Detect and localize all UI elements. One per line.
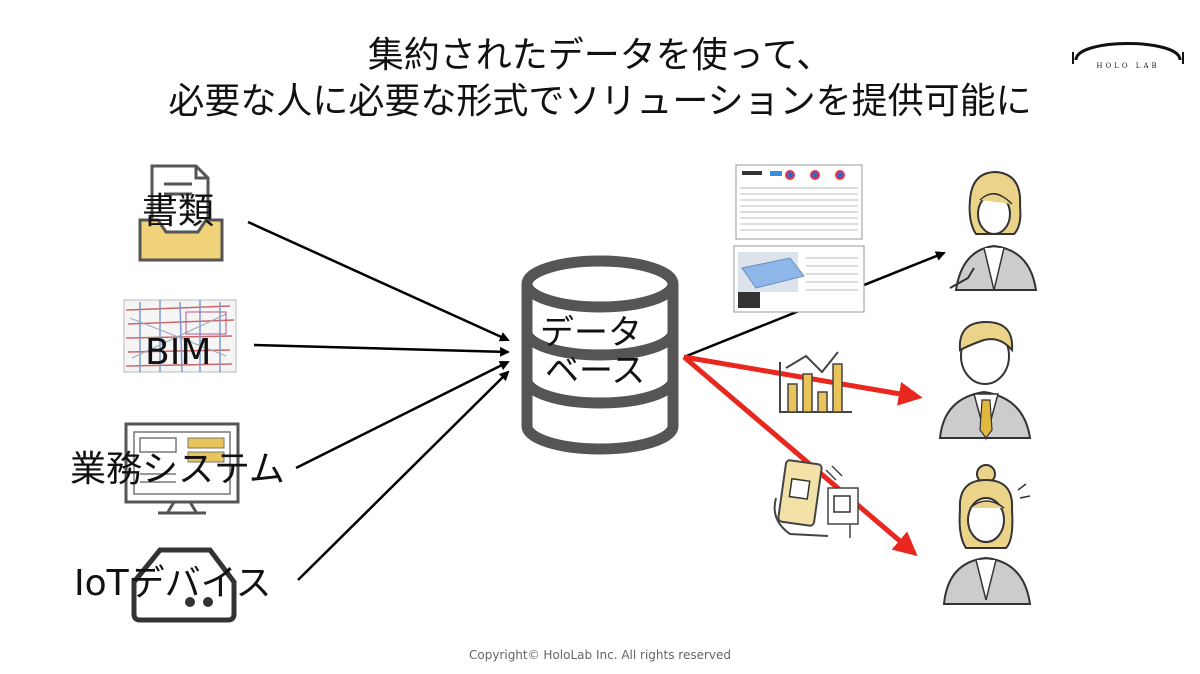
businessman-icon <box>938 320 1032 441</box>
3d-viewer-screenshot-icon <box>733 245 865 313</box>
hololab-logo-icon <box>1072 42 1184 64</box>
input-arrows <box>247 220 510 581</box>
arrow-db-to-businessman <box>683 354 923 406</box>
bar-chart-icon <box>779 351 852 413</box>
arrow-db-to-worried-woman <box>682 355 918 557</box>
source-label-documents: 書類 <box>142 191 215 232</box>
worried-woman-icon <box>942 464 1032 605</box>
source-label-bim: BIM <box>145 332 212 373</box>
source-label-iot: IoTデバイス <box>74 563 272 604</box>
database-icon <box>521 255 679 455</box>
database-label-line-1: データ <box>540 313 642 353</box>
arrow-biz-to-db <box>295 360 510 470</box>
bim-model-icon <box>123 299 237 373</box>
logo-text: HOLO LAB <box>1096 62 1160 70</box>
title-line-1: 集約されたデータを使って、 <box>367 35 833 76</box>
document-tray-icon <box>138 164 224 262</box>
copyright-footer: Copyright© HoloLab Inc. All rights reser… <box>468 648 731 662</box>
smartphone-qr-icon <box>773 459 859 538</box>
thinking-woman-icon <box>949 170 1038 291</box>
computer-monitor-icon <box>124 422 240 515</box>
iot-device-icon <box>131 547 237 623</box>
source-label-business-system: 業務システム <box>70 449 285 490</box>
arrow-documents-to-db <box>247 220 510 342</box>
arrow-iot-to-db <box>297 370 510 581</box>
arrow-bim-to-db <box>253 343 510 357</box>
database-label-line-2: ベース <box>545 351 646 391</box>
title-line-2: 必要な人に必要な形式でソリューションを提供可能に <box>168 81 1032 122</box>
dashboard-screenshot-icon <box>735 164 863 240</box>
